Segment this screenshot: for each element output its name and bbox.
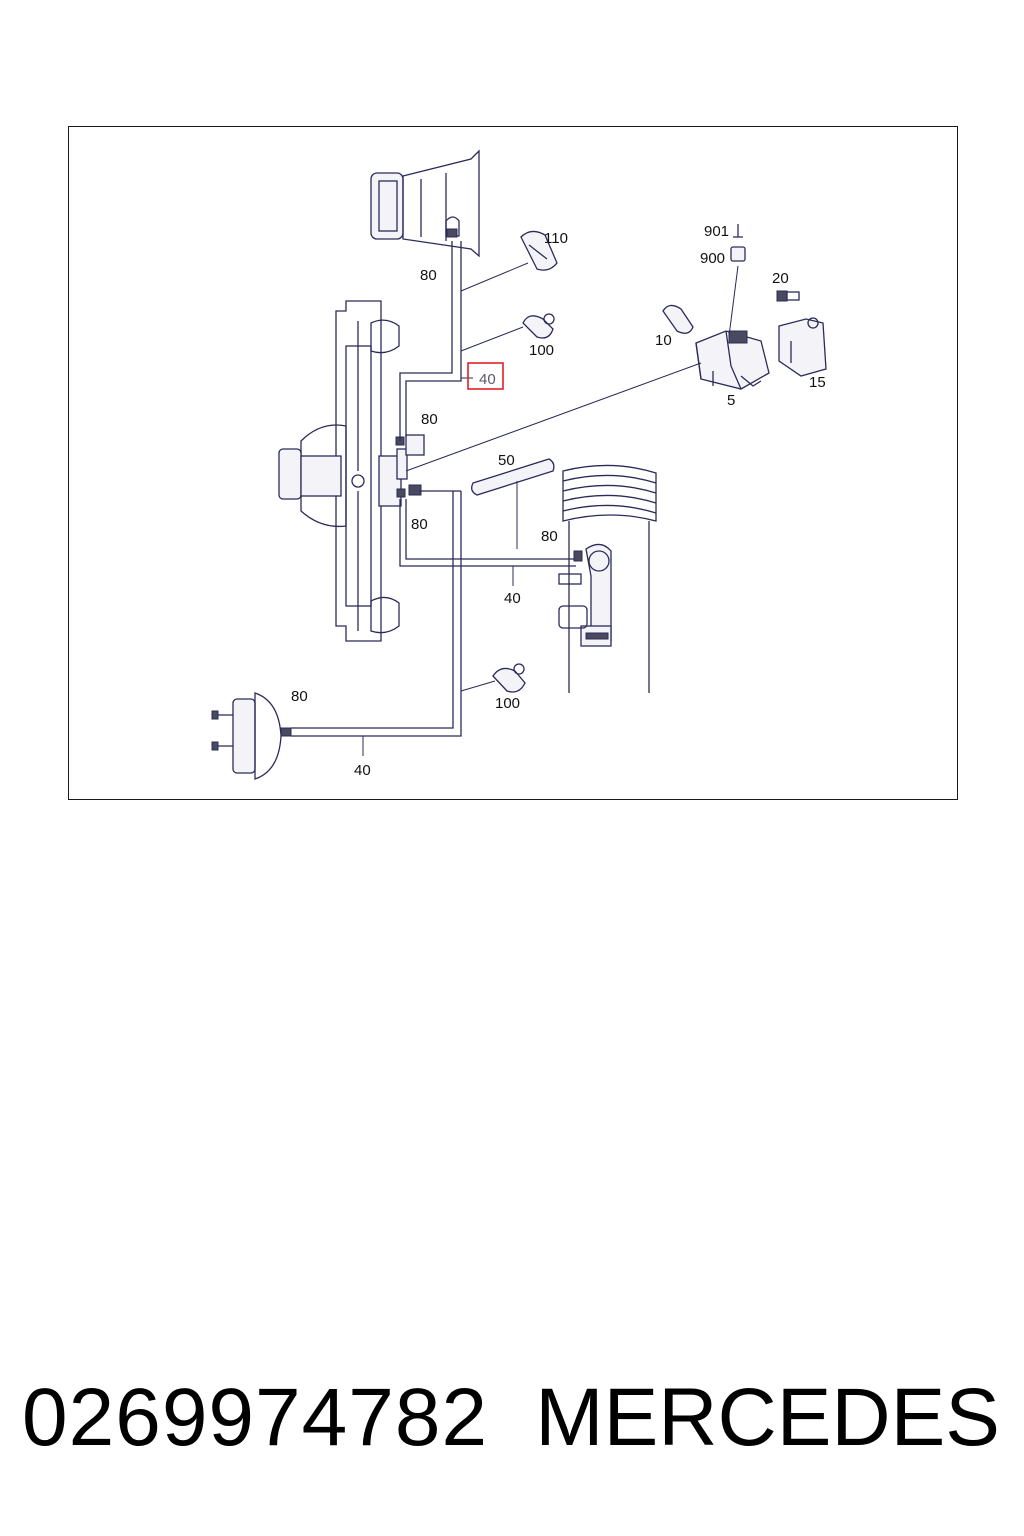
callout-5: 5 (727, 392, 735, 409)
callout-40-selected[interactable]: 40 (479, 371, 496, 388)
clip-part-110 (520, 230, 558, 271)
callout-20: 20 (772, 270, 789, 287)
callout-80: 80 (420, 267, 437, 284)
leader-lines (362, 262, 739, 756)
vacuum-line-diagram: 80 110 100 40 80 80 50 80 40 100 80 40 9… (211, 149, 827, 780)
callout-40: 40 (354, 762, 371, 779)
callout-110: 110 (544, 230, 568, 247)
intake-flange-part (370, 149, 480, 258)
callout-15: 15 (809, 374, 826, 391)
callout-100: 100 (529, 342, 554, 359)
junction-block-part (378, 434, 425, 507)
cap-part-900 (730, 246, 746, 262)
callout-50: 50 (498, 452, 515, 469)
vacuum-lines (291, 241, 576, 737)
callout-40: 40 (504, 590, 521, 607)
bolt-part-20 (776, 290, 800, 302)
bracket-part-15 (778, 317, 827, 377)
hose-part-50 (471, 458, 555, 496)
callout-80: 80 (411, 516, 428, 533)
part-number: 0269974782 (22, 1372, 489, 1463)
clip-part-100-lower (492, 663, 526, 693)
brand-name: MERCEDES (535, 1372, 1000, 1463)
selected-part-highlight[interactable] (467, 362, 504, 390)
pin-part-901 (733, 224, 743, 238)
callout-100: 100 (495, 695, 520, 712)
clip-part-100-upper (522, 313, 555, 339)
connector-part-10 (662, 304, 694, 334)
bracket-assembly-part (278, 300, 400, 642)
vacuum-actuator-part (211, 692, 292, 780)
product-footer: 0269974782 MERCEDES (0, 1368, 1024, 1468)
callout-901: 901 (704, 223, 729, 240)
callout-80: 80 (541, 528, 558, 545)
callout-80: 80 (291, 688, 308, 705)
callout-900: 900 (700, 250, 725, 267)
callout-80: 80 (421, 411, 438, 428)
callout-10: 10 (655, 332, 672, 349)
solenoid-valve-part (695, 330, 770, 390)
callout-labels: 80 110 100 40 80 80 50 80 40 100 80 40 9… (291, 223, 826, 779)
parts-diagram-frame: 80 110 100 40 80 80 50 80 40 100 80 40 9… (68, 126, 958, 800)
air-duct-part (558, 464, 657, 693)
